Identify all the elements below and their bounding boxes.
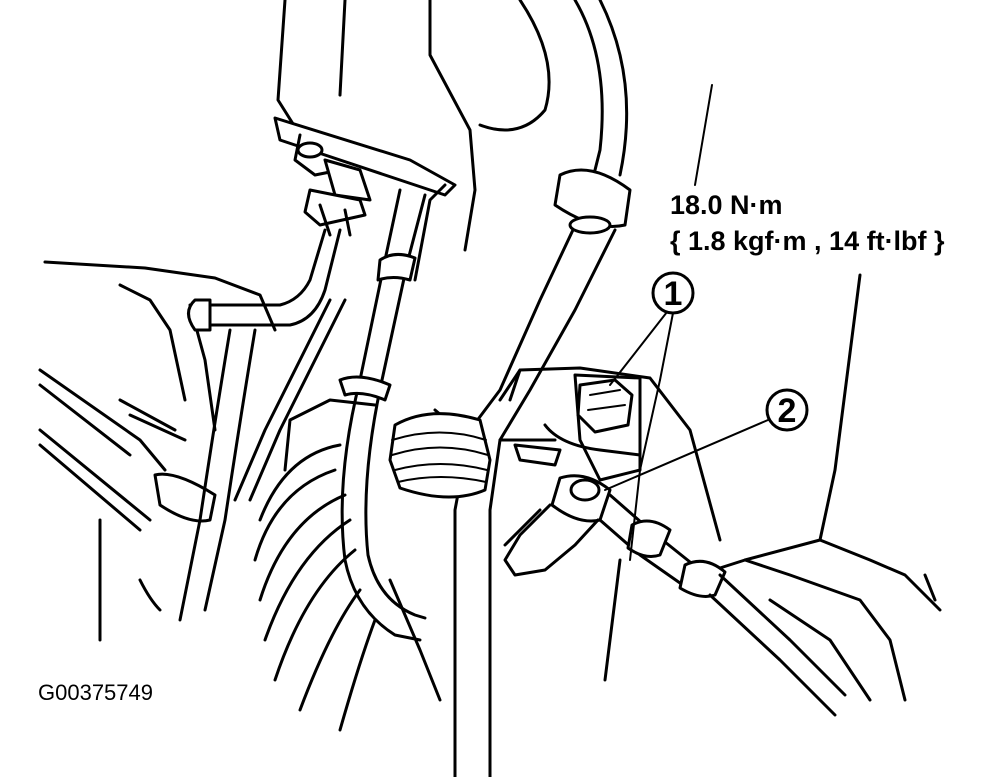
callout-2: 2	[604, 388, 809, 491]
center-tube	[433, 168, 632, 777]
upper-mounting-bracket	[273, 116, 457, 237]
hose-grommet	[388, 412, 492, 499]
torque-leader-line	[694, 84, 713, 186]
callout-1: 1	[609, 271, 695, 386]
torque-spec-metric: 18.0 N·m	[670, 190, 783, 220]
brake-pipe	[187, 228, 347, 502]
figure-id: G00375749	[38, 680, 153, 705]
flexible-brake-hose	[338, 183, 447, 642]
upper-body-panel	[276, 0, 629, 252]
drive-shaft-boot	[253, 398, 442, 732]
brake-line-fitting	[503, 474, 612, 577]
bracket-with-bolt	[498, 366, 722, 542]
callout-2-number: 2	[778, 392, 797, 430]
right-body-outline	[718, 273, 942, 702]
right-brake-pipe	[598, 379, 847, 717]
torque-spec-imperial: { 1.8 kgf·m , 14 ft·lbf }	[670, 226, 945, 256]
left-strut-assembly	[38, 260, 277, 642]
callout-1-number: 1	[664, 275, 683, 313]
